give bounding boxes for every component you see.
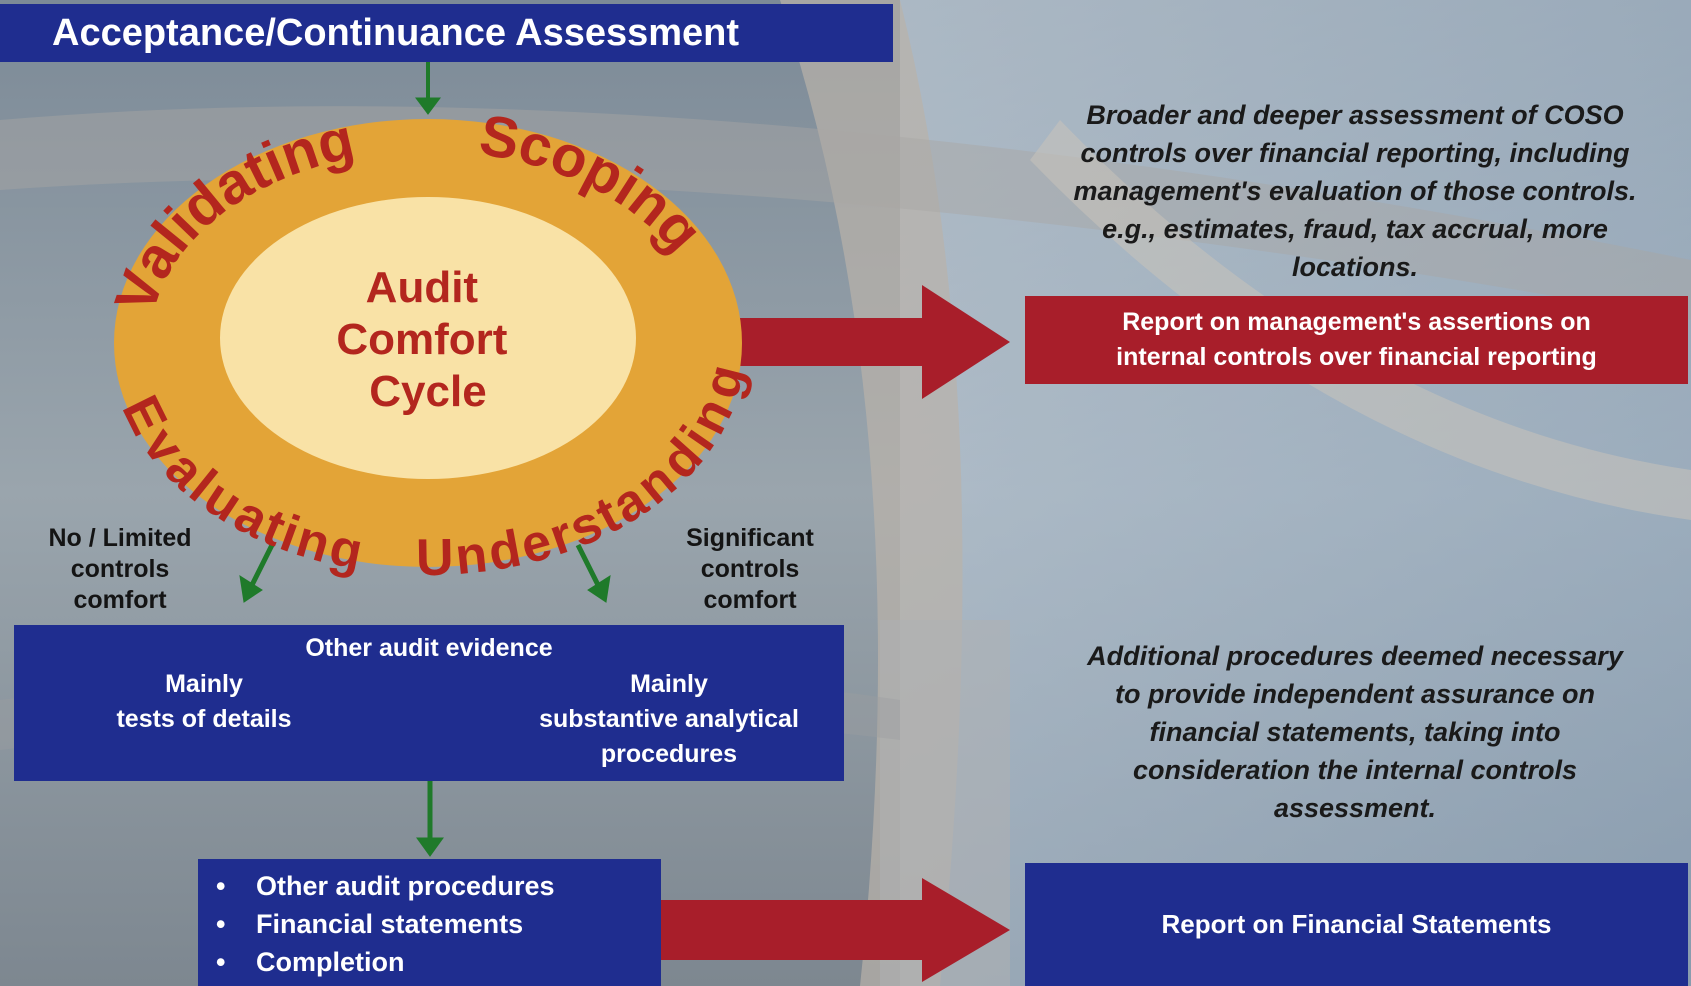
list-item: •Financial statements bbox=[216, 909, 524, 939]
audit-procedures-box: •Other audit procedures •Financial state… bbox=[198, 859, 661, 986]
background-sky bbox=[900, 0, 1691, 986]
other-audit-evidence-heading: Other audit evidence bbox=[305, 634, 553, 662]
procedures-list: •Other audit procedures •Financial state… bbox=[216, 867, 555, 981]
acceptance-assessment-title: Acceptance/Continuance Assessment bbox=[52, 11, 740, 54]
list-item: •Completion bbox=[216, 947, 405, 977]
overpass-band bbox=[1030, 120, 1691, 520]
cycle-center bbox=[220, 197, 636, 479]
report-financial-statements-box: Report on Financial Statements bbox=[1025, 863, 1688, 986]
red-arrows bbox=[661, 285, 1010, 982]
acceptance-assessment-box: Acceptance/Continuance Assessment bbox=[0, 4, 893, 62]
list-item: •Other audit procedures bbox=[216, 871, 555, 901]
cycle-center-label: Audit Comfort Cycle bbox=[336, 263, 519, 416]
green-arrows bbox=[239, 62, 611, 857]
report-financial-statements-label: Report on Financial Statements bbox=[1161, 909, 1552, 939]
